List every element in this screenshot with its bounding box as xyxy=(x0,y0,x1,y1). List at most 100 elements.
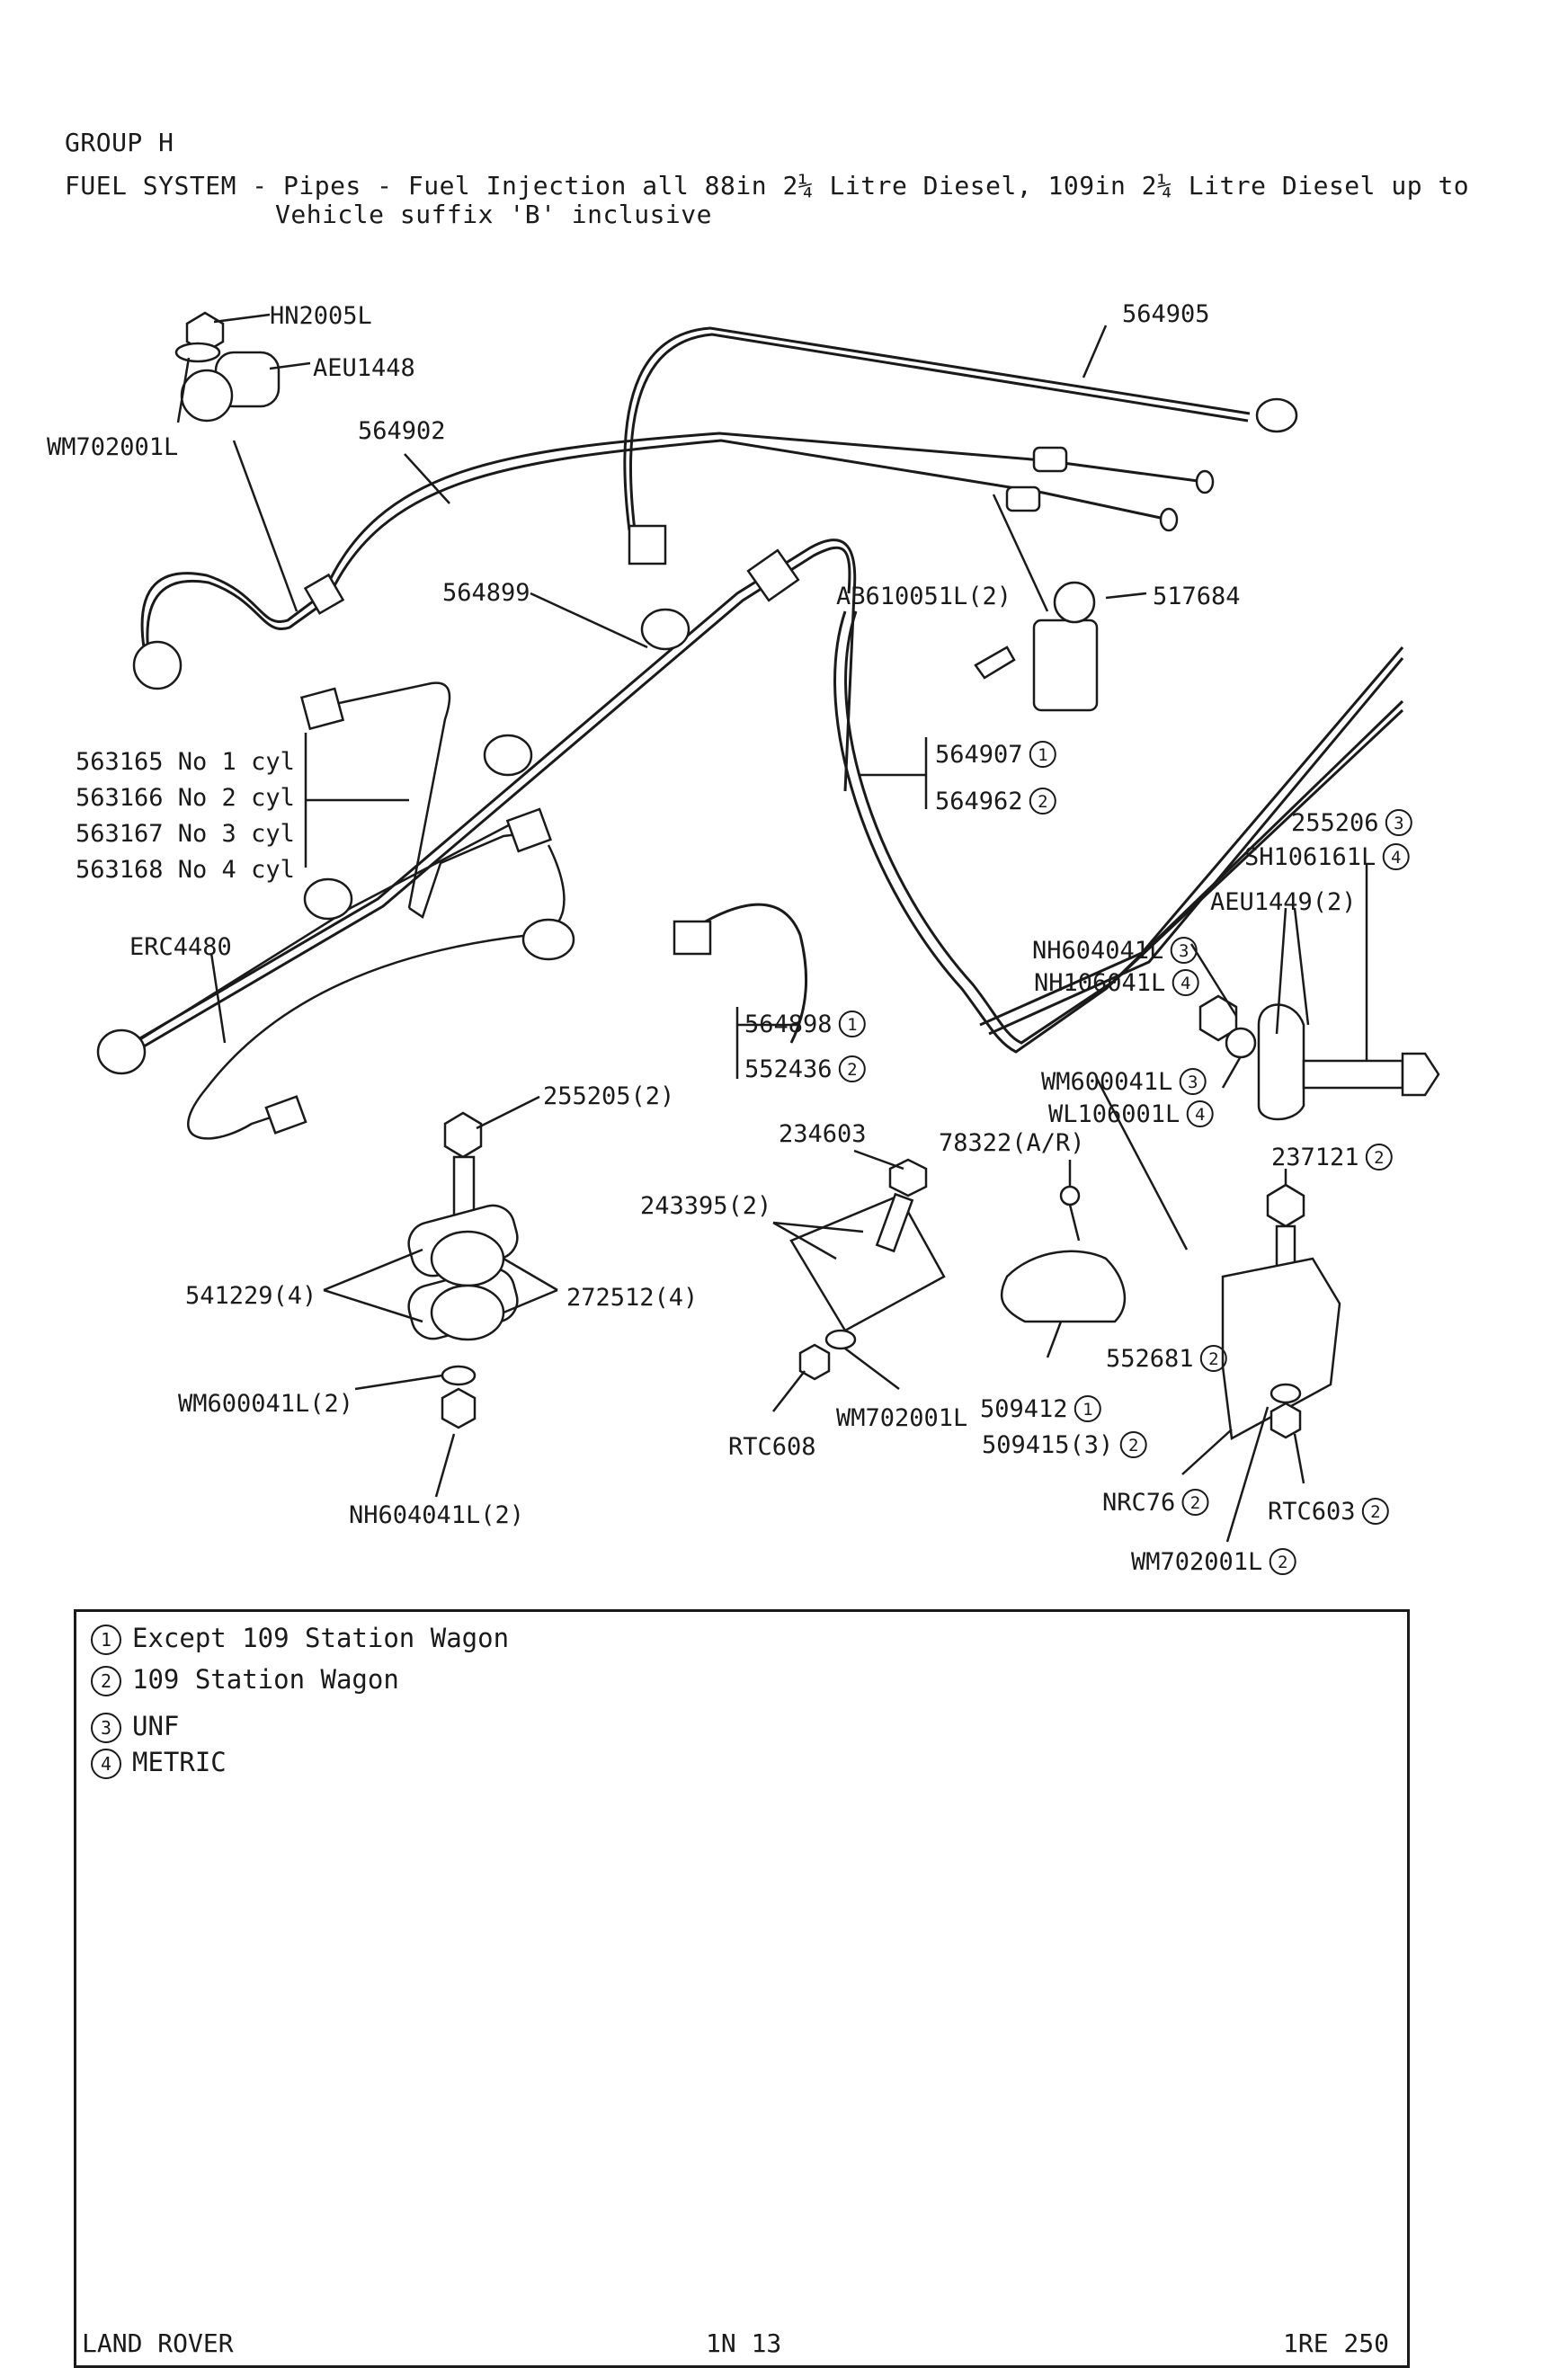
pipe-564907 xyxy=(833,610,1404,1054)
pipe-564898 xyxy=(682,903,808,1044)
part-label-WL106001L: WL106001L xyxy=(1048,1100,1180,1128)
note-circle-WL106001L xyxy=(1186,1100,1214,1127)
note-number-237121: 2 xyxy=(1374,1148,1384,1168)
lead-WM600041L-r xyxy=(1221,1055,1243,1089)
part-label-564898: 564898 xyxy=(744,1010,833,1038)
part-label-563166: 563166 No 2 cyl xyxy=(76,784,295,812)
legend-text: Except 109 Station Wagon xyxy=(132,1623,510,1653)
washer-WM702001L-bot xyxy=(1270,1383,1302,1404)
note-number-NH604041L-r: 3 xyxy=(1179,941,1189,961)
union-nut-563168 xyxy=(264,1095,307,1135)
part-label-564902: 564902 xyxy=(358,417,446,445)
legend-text: METRIC xyxy=(132,1747,227,1777)
note-circle-WM600041L-r xyxy=(1179,1068,1207,1095)
bolt-255206 xyxy=(1302,1059,1404,1090)
union-nut-563167 xyxy=(505,807,552,853)
part-label-255206: 255206 xyxy=(1291,809,1379,837)
pipe-564907-c xyxy=(979,646,1404,1027)
pipe-563165-cyl xyxy=(305,681,451,909)
lead-long-AEU1448 xyxy=(232,440,298,612)
lead-517684 xyxy=(1105,592,1147,600)
note-number-SH106161L: 4 xyxy=(1391,848,1401,868)
lead-272512-b xyxy=(503,1288,558,1314)
lead-243395-b xyxy=(772,1221,864,1233)
pipe-564905 xyxy=(623,326,1251,531)
note-circle-255206 xyxy=(1385,809,1412,836)
clip-509412 xyxy=(1000,1250,1127,1323)
pipe-ERC4480 xyxy=(134,807,540,1045)
part-label-NRC76: NRC76 xyxy=(1102,1489,1175,1517)
part-label-78322: 78322(A/R) xyxy=(939,1129,1085,1157)
nut-RTC603 xyxy=(1270,1402,1302,1439)
pipe-564907-b xyxy=(844,610,1404,1045)
pipe-564902 xyxy=(140,432,1206,648)
note-number-564907: 1 xyxy=(1038,745,1047,765)
note-number-564962: 2 xyxy=(1038,792,1047,812)
washer-WM702001L-mid xyxy=(824,1329,857,1350)
note-number-NRC76: 2 xyxy=(1190,1493,1200,1513)
note-circle-564898 xyxy=(838,1010,866,1037)
part-label-HN2005L: HN2005L xyxy=(270,302,372,330)
part-label-234603: 234603 xyxy=(779,1120,867,1148)
lead-WM702001L-mid xyxy=(844,1348,900,1390)
part-labels: HN2005LAEU1448WM702001L56490256490556489… xyxy=(47,300,1412,1576)
nut-NH604041L-l xyxy=(441,1387,477,1429)
note-circle-564907 xyxy=(1029,741,1056,768)
lead-AEU1448 xyxy=(269,361,311,370)
washer-WM600041L-l xyxy=(441,1365,477,1386)
union-nut-563165 xyxy=(299,687,345,731)
lead-NRC76 xyxy=(1181,1429,1233,1475)
part-label-WM702001L-mid: WM702001L xyxy=(836,1404,967,1432)
lead-255205 xyxy=(476,1095,540,1130)
group-heading: GROUP H xyxy=(65,128,174,157)
page-title-line2: Vehicle suffix 'B' inclusive xyxy=(275,200,713,229)
part-label-RTC603: RTC603 xyxy=(1268,1498,1356,1526)
part-label-564905: 564905 xyxy=(1122,300,1210,328)
lead-564902 xyxy=(404,453,450,504)
note-circle-509415 xyxy=(1119,1431,1147,1458)
note-number-552681: 2 xyxy=(1208,1349,1218,1369)
lead-AEU1449-a xyxy=(1275,907,1287,1035)
part-label-517684: 517684 xyxy=(1153,583,1241,610)
note-circle-RTC603 xyxy=(1361,1498,1389,1525)
lead-NH604041L-r xyxy=(1189,943,1238,1017)
note-circle-NRC76 xyxy=(1181,1489,1209,1516)
bolt-head-234603 xyxy=(888,1158,928,1197)
note-number-509412: 1 xyxy=(1082,1400,1092,1420)
banjo-ERC4480 xyxy=(96,1028,147,1075)
part-label-564899: 564899 xyxy=(442,579,530,607)
lead-552681 xyxy=(1095,1078,1189,1251)
part-label-552436: 552436 xyxy=(744,1055,833,1083)
part-label-NH106041L: NH106041L xyxy=(1034,969,1165,997)
lead-564899 xyxy=(530,592,648,649)
legend-number: 2 xyxy=(91,1666,121,1696)
part-label-564962: 564962 xyxy=(935,788,1023,815)
sleeve-564902 xyxy=(303,573,345,615)
note-circle-237121 xyxy=(1365,1144,1393,1171)
banjo-AEU1448 xyxy=(180,369,234,423)
fuel-pipe-diagram: HN2005LAEU1448WM702001L56490256490556489… xyxy=(47,300,1440,1576)
note-circle-WM702001L-bot xyxy=(1269,1548,1296,1575)
note-circle-SH106161L xyxy=(1382,843,1410,870)
lead-WM600041L-l xyxy=(354,1374,443,1391)
lead-234603 xyxy=(853,1149,904,1171)
part-label-541229: 541229(4) xyxy=(185,1282,316,1310)
clip-517684 xyxy=(1032,619,1099,712)
sleeve-563166 xyxy=(483,734,533,777)
part-label-WM600041L-l: WM600041L(2) xyxy=(178,1390,353,1418)
pipe-564899 xyxy=(116,539,857,1054)
clip-517684-eye xyxy=(1053,581,1096,624)
part-label-SH106161L: SH106161L xyxy=(1244,843,1376,871)
union-nut-564898 xyxy=(673,920,712,956)
note-number-552436: 2 xyxy=(847,1060,857,1080)
footer-right: 1RE 250 xyxy=(1282,2328,1389,2358)
sleeve-563168 xyxy=(303,877,353,921)
screw-78322 xyxy=(1059,1185,1081,1206)
screw-AB610051L xyxy=(974,645,1016,680)
lead-WM702001L-top xyxy=(176,357,191,423)
lead-ERC4480 xyxy=(209,952,227,1044)
